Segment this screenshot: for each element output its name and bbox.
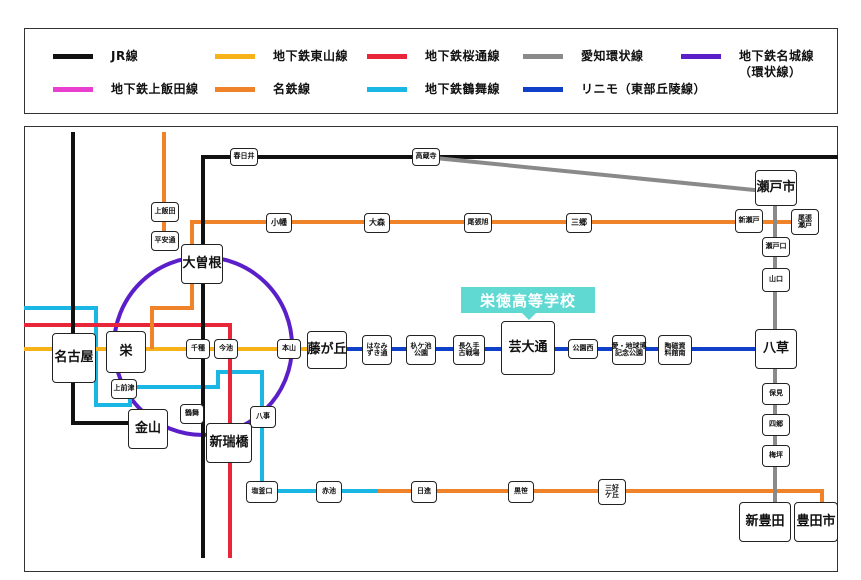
station-sango[interactable]: 三郷 — [566, 213, 592, 233]
station-owari-asahi[interactable]: 尾張旭 — [464, 213, 492, 233]
legend-item-linimo: リニモ（東部丘陵線） — [523, 81, 706, 97]
meitetsu-seto-line — [150, 220, 808, 349]
legend-item-tsurumai: 地下鉄鶴舞線 — [367, 81, 500, 97]
legend-label: 地下鉄桜通線 — [425, 49, 501, 63]
aichi-loop-line-diagonal — [424, 155, 775, 194]
station-miyoshigaoka[interactable]: 三好 ケ丘 — [598, 479, 626, 505]
school-callout: 栄徳高等学校 — [461, 287, 595, 313]
legend-label: 地下鉄鶴舞線 — [425, 82, 501, 96]
station-tsurumai[interactable]: 鶴舞 — [180, 404, 204, 424]
station-chikusa[interactable]: 千種 — [186, 339, 210, 359]
station-yamaguchi[interactable]: 山口 — [762, 268, 790, 292]
station-ozone[interactable]: 大曽根 — [181, 244, 223, 284]
tsurumai-line — [24, 306, 378, 493]
station-kamimaezu[interactable]: 上前津 — [111, 379, 137, 399]
station-omori[interactable]: 大森 — [364, 213, 390, 233]
legend-item-sakuradori: 地下鉄桜通線 — [367, 48, 500, 64]
legend: JR線 地下鉄東山線 地下鉄桜通線 愛知環状線 地下鉄名城線 （環状線） 地下鉄… — [24, 28, 838, 114]
station-kasugai[interactable]: 春日井 — [230, 148, 258, 166]
station-shinseto[interactable]: 新瀬戸 — [735, 209, 763, 233]
legend-item-higashiyama: 地下鉄東山線 — [215, 48, 348, 64]
aichi-loop-line-swatch — [523, 54, 563, 59]
station-kamiiida[interactable]: 上飯田 — [151, 202, 179, 222]
station-kanayama[interactable]: 金山 — [128, 409, 168, 449]
station-kozoji[interactable]: 高蔵寺 — [412, 148, 440, 166]
legend-item-aichi-loop: 愛知環状線 — [523, 48, 644, 64]
station-kurozasa[interactable]: 黒笹 — [508, 481, 534, 503]
station-nagakute-kosenjo[interactable]: 長久手 古戦場 — [453, 335, 485, 365]
kamiiida-line-swatch — [53, 87, 93, 92]
legend-label: 名鉄線 — [273, 82, 311, 96]
station-homi[interactable]: 保見 — [762, 383, 790, 405]
legend-item-jr: JR線 — [53, 48, 138, 64]
legend-label: JR線 — [111, 49, 139, 63]
station-akaike[interactable]: 赤池 — [316, 481, 342, 503]
station-yagoto[interactable]: 八事 — [250, 406, 276, 428]
sakuradori-line — [24, 323, 232, 558]
station-toji-shiryokan-minami[interactable]: 陶磁資 料館南 — [658, 335, 692, 365]
station-expo-park[interactable]: 愛・地球博 記念公園 — [612, 335, 647, 365]
station-geidaidori[interactable]: 芸大通 — [501, 321, 555, 375]
legend-label: 地下鉄東山線 — [273, 49, 349, 63]
station-owari-seto[interactable]: 尾張 瀬戸 — [791, 209, 819, 235]
station-nisshin[interactable]: 日進 — [411, 481, 437, 503]
station-irigaike-koen[interactable]: 杁ケ池 公園 — [406, 335, 436, 365]
legend-label: 地下鉄上飯田線 — [111, 82, 199, 96]
legend-label: 地下鉄名城線 （環状線） — [739, 49, 815, 79]
meijo-line-swatch — [681, 54, 721, 59]
station-setoguchi[interactable]: 瀬戸口 — [762, 237, 790, 257]
linimo-line-swatch — [523, 87, 563, 92]
station-motoyama[interactable]: 本山 — [277, 339, 301, 359]
jr-chuo-line — [201, 155, 838, 558]
station-yakusa[interactable]: 八草 — [755, 329, 797, 369]
station-nagoya[interactable]: 名古屋 — [52, 333, 96, 383]
station-shigo[interactable]: 四郷 — [762, 414, 790, 436]
legend-item-kamiiida: 地下鉄上飯田線 — [53, 81, 199, 97]
station-toyotashi[interactable]: 豊田市 — [794, 502, 838, 542]
legend-item-meijo: 地下鉄名城線 （環状線） — [681, 48, 814, 80]
legend-item-meitetsu: 名鉄線 — [215, 81, 311, 97]
sakuradori-line-swatch — [367, 54, 407, 59]
station-shin-toyota[interactable]: 新豊田 — [739, 502, 791, 542]
station-umetsubo[interactable]: 梅坪 — [762, 445, 790, 467]
jr-tokaido-line — [71, 132, 135, 425]
station-fujigaoka[interactable]: 藤が丘 — [307, 331, 347, 369]
jr-line-swatch — [53, 54, 93, 59]
tsurumai-line-swatch — [367, 87, 407, 92]
station-koen-nishi[interactable]: 公園西 — [568, 339, 598, 359]
legend-label: リニモ（東部丘陵線） — [581, 82, 707, 96]
station-sakae[interactable]: 栄 — [106, 331, 146, 373]
meitetsu-line-swatch — [215, 87, 255, 92]
higashiyama-line-swatch — [215, 54, 255, 59]
legend-label: 愛知環状線 — [581, 49, 644, 63]
station-hanamizukidori[interactable]: はなみ ずき通 — [362, 335, 392, 365]
station-heiando[interactable]: 平安通 — [151, 231, 179, 251]
station-imaike[interactable]: 今池 — [214, 339, 238, 359]
school-callout-pointer — [522, 313, 536, 320]
station-obata[interactable]: 小幡 — [266, 213, 292, 233]
station-shiogamaguchi[interactable]: 塩釜口 — [246, 481, 278, 503]
station-setoshi[interactable]: 瀬戸市 — [755, 170, 797, 206]
station-shin-mizuho[interactable]: 新瑞橋 — [206, 423, 252, 463]
